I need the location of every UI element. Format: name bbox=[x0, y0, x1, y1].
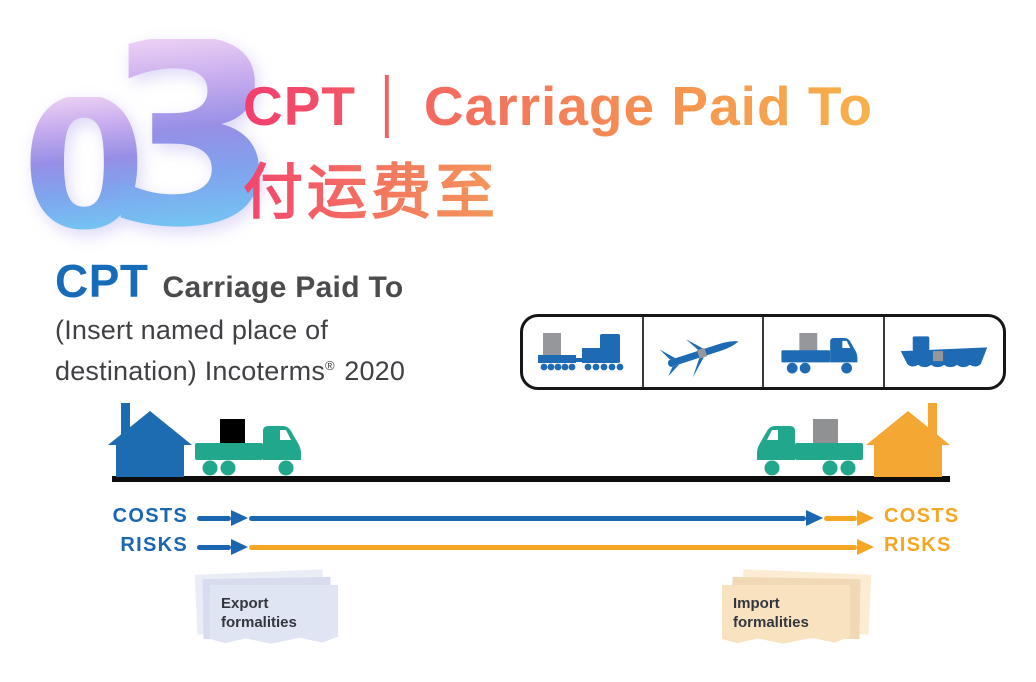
buyer-warehouse-icon bbox=[866, 403, 950, 477]
registered-mark: ® bbox=[325, 358, 335, 373]
term-abbreviation: CPT bbox=[55, 255, 149, 307]
costs-label-left: COSTS bbox=[112, 505, 188, 527]
mode-cell-rail bbox=[523, 317, 644, 387]
costs-main-arrow-head bbox=[806, 510, 823, 526]
risks-seller-arrow-head bbox=[231, 539, 248, 555]
timeline-ground-line bbox=[112, 476, 950, 482]
subtitle-year: 2020 bbox=[344, 356, 406, 386]
sea-icon bbox=[900, 336, 987, 368]
title-english: CPT │ Carriage Paid To bbox=[243, 75, 873, 137]
export-formalities-label: Export formalities bbox=[221, 595, 297, 631]
costs-main-bar bbox=[249, 516, 806, 521]
term-heading: CPT Carriage Paid To bbox=[55, 254, 403, 308]
export-paper-front: Export formalities bbox=[210, 585, 338, 644]
road-icon bbox=[781, 333, 858, 374]
risks-main-arrow-head bbox=[857, 539, 874, 555]
mode-cell-air bbox=[644, 317, 764, 387]
export-truck-icon bbox=[195, 419, 301, 476]
export-formalities-stack: Export formalities bbox=[194, 569, 346, 650]
seller-factory-icon bbox=[108, 403, 192, 477]
term-full-name: Carriage Paid To bbox=[162, 271, 404, 304]
costs-buyer-arrow-head bbox=[857, 510, 874, 526]
import-truck-icon bbox=[757, 419, 863, 476]
risks-label-right: RISKS bbox=[884, 534, 952, 556]
costs-buyer-arrow-bar bbox=[824, 516, 857, 521]
import-paper-front: Import formalities bbox=[722, 585, 850, 644]
rail-icon bbox=[538, 333, 624, 371]
term-subtitle: (Insert named place of destination) Inco… bbox=[55, 313, 405, 389]
mode-cell-road bbox=[764, 317, 885, 387]
costs-seller-arrow-bar bbox=[197, 516, 231, 521]
costs-seller-arrow-head bbox=[231, 510, 248, 526]
section-number-balloon: 0 3 bbox=[22, 0, 280, 284]
risks-main-bar bbox=[249, 545, 857, 550]
risks-seller-arrow-bar bbox=[197, 545, 231, 550]
subtitle-line2: destination) Incoterms bbox=[55, 356, 326, 386]
title-chinese: 付运费至 bbox=[243, 144, 499, 231]
mode-cell-sea bbox=[885, 317, 1004, 387]
import-formalities-label: Import formalities bbox=[733, 595, 809, 631]
costs-label-right: COSTS bbox=[884, 505, 960, 527]
transport-modes-box bbox=[520, 314, 1006, 390]
subtitle-line1: (Insert named place of bbox=[55, 315, 329, 345]
balloon-digit-3: 3 bbox=[103, 0, 280, 284]
import-formalities-stack: Import formalities bbox=[722, 569, 872, 650]
risks-label-left: RISKS bbox=[120, 534, 188, 556]
air-icon bbox=[659, 339, 739, 378]
balloon-digit-0: 0 bbox=[22, 62, 146, 270]
